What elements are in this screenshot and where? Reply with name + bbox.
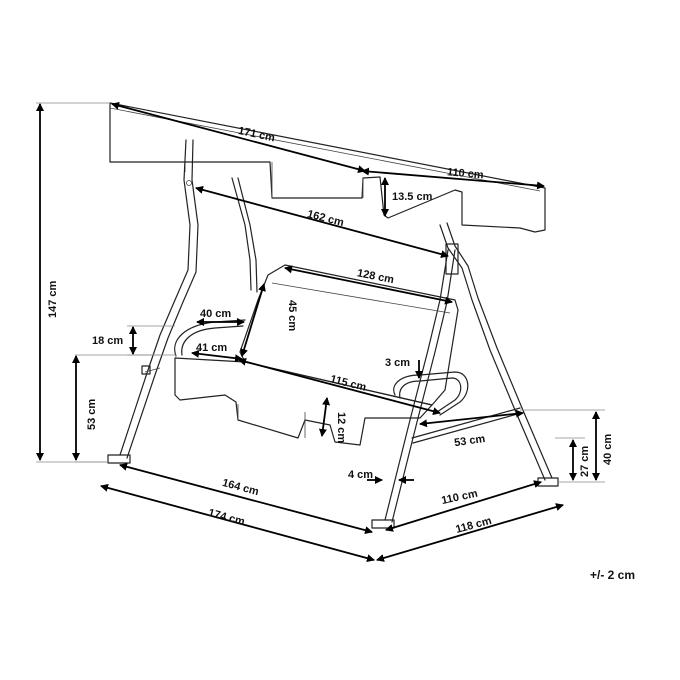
label-seat-valance: 12 cm	[335, 412, 347, 443]
label-canopy-depth: 110 cm	[446, 166, 484, 181]
label-crossbar-length: 162 cm	[306, 208, 345, 229]
label-seat-width: 115 cm	[329, 373, 368, 394]
left-frame	[107, 139, 258, 464]
label-base-depth: 110 cm	[440, 488, 479, 507]
label-overall-depth: 118 cm	[454, 515, 493, 536]
dimension-labels: 171 cm 110 cm 13.5 cm 162 cm 128 cm 45 c…	[47, 125, 614, 536]
label-backrest-height: 45 cm	[286, 300, 298, 331]
label-armrest-height: 18 cm	[92, 335, 123, 347]
label-overall-length: 174 cm	[207, 507, 246, 528]
label-valance-height: 13.5 cm	[392, 191, 433, 203]
label-foot-bar-low: 27 cm	[579, 446, 591, 477]
label-foot-bar-high: 40 cm	[602, 434, 614, 465]
right-frame	[371, 222, 559, 529]
label-seat-gap: 3 cm	[385, 357, 410, 369]
tolerance-note: +/- 2 cm	[590, 568, 635, 582]
dimension-arrows	[36, 101, 600, 563]
extension-lines	[36, 102, 605, 483]
label-seat-height: 53 cm	[86, 399, 98, 430]
label-seat-depth: 41 cm	[196, 342, 227, 354]
label-total-height: 147 cm	[47, 280, 59, 318]
label-tube-diameter: 4 cm	[348, 469, 373, 481]
label-foot-bar-length: 53 cm	[453, 433, 486, 449]
label-armrest-length: 40 cm	[200, 308, 231, 320]
label-base-length: 164 cm	[221, 477, 260, 498]
swing-illustration	[107, 102, 559, 529]
